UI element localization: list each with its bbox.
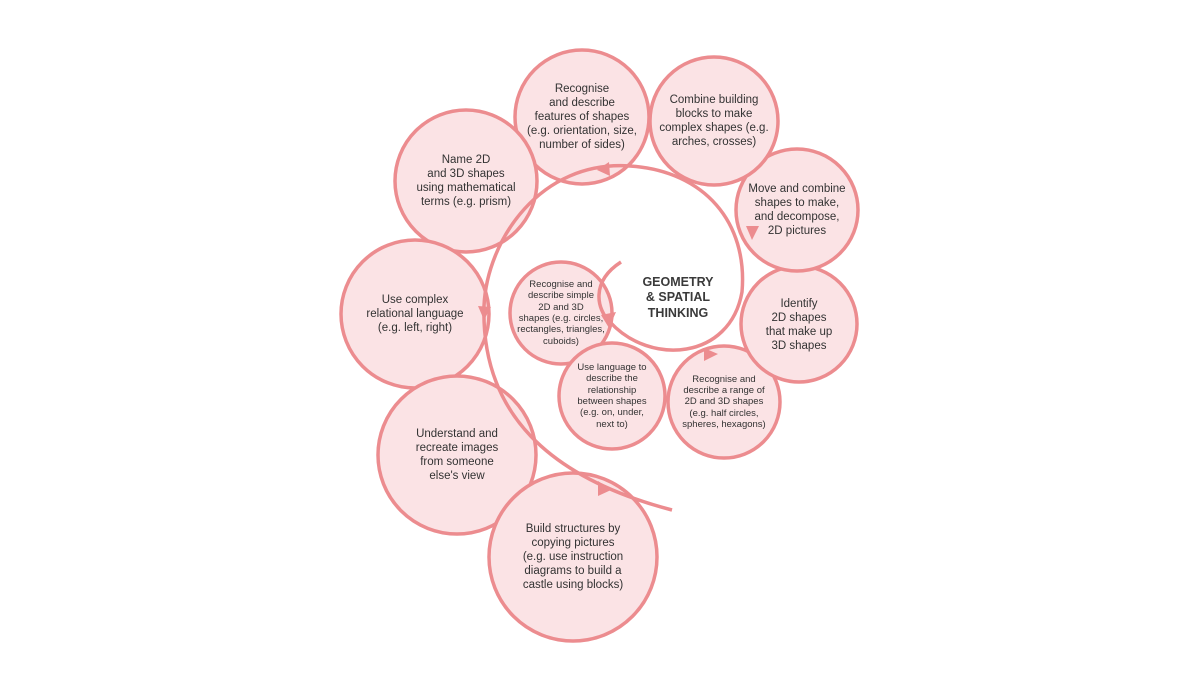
stage-circle-10 [376,374,538,536]
stage-circle-8 [393,108,539,254]
spiral-arrow-5 [478,306,491,320]
stage-label-6: Combine building blocks to make complex … [652,59,776,183]
stage-label-7: Recognise and describe features of shape… [517,52,647,182]
stage-text-10: Understand and recreate images from some… [415,427,499,483]
stage-text-5: Move and combine shapes to make, and dec… [748,182,846,238]
stage-text-2: Use language to describe the relationshi… [577,361,647,430]
stage-circle-3 [666,344,782,460]
spiral-arrow-3 [746,226,759,240]
stage-circle-11 [487,471,659,643]
stage-label-1: Recognise and describe simple 2D and 3D … [511,263,611,363]
stage-text-11: Build structures by copying pictures (e.… [522,522,624,592]
spiral-arrow-1 [601,312,616,328]
stage-text-6: Combine building blocks to make complex … [659,93,769,149]
spiral-path [482,164,745,512]
spiral-arrow-4 [597,162,610,176]
spiral-arrow-6 [598,481,611,496]
stage-text-4: Identify 2D shapes that make up 3D shape… [765,297,833,353]
center-title: GEOMETRY & SPATIAL THINKING [628,268,728,328]
stage-label-8: Name 2D and 3D shapes using mathematical… [397,112,535,250]
stage-circle-7 [513,48,651,186]
spiral-arrow-2 [704,348,718,361]
stage-label-11: Build structures by copying pictures (e.… [491,475,655,639]
stage-text-1: Recognise and describe simple 2D and 3D … [517,278,605,347]
stage-label-3: Recognise and describe a range of 2D and… [669,347,779,457]
stage-label-2: Use language to describe the relationshi… [559,343,665,449]
stage-label-4: Identify 2D shapes that make up 3D shape… [742,268,856,382]
stage-label-9: Use complex relational language (e.g. le… [343,242,487,386]
stage-label-5: Move and combine shapes to make, and dec… [737,150,857,270]
stage-text-3: Recognise and describe a range of 2D and… [682,373,766,431]
stage-text-7: Recognise and describe features of shape… [527,82,637,152]
stage-label-10: Understand and recreate images from some… [380,378,534,532]
stage-text-8: Name 2D and 3D shapes using mathematical… [416,153,516,209]
stage-circle-2 [557,341,667,451]
stage-circle-5 [734,147,860,273]
center-title-text: GEOMETRY & SPATIAL THINKING [642,274,714,320]
stage-text-9: Use complex relational language (e.g. le… [366,293,464,334]
